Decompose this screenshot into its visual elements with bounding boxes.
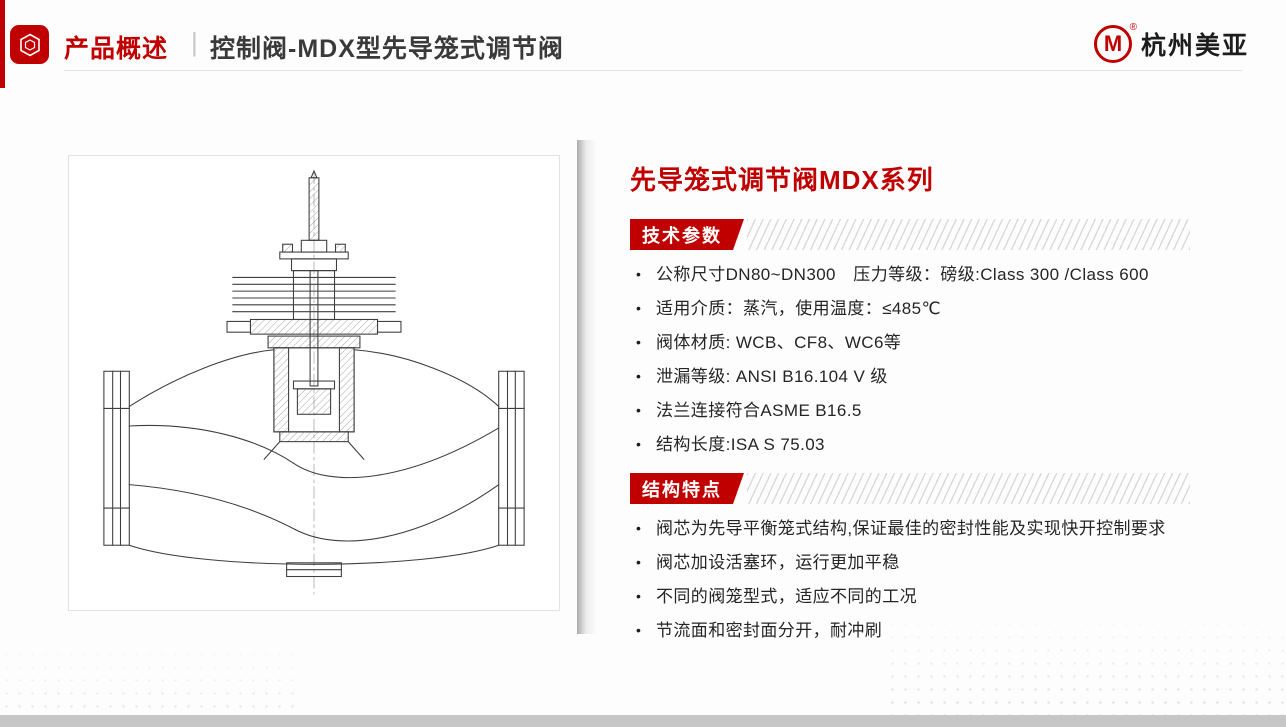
list-item-text: 适用介质：蒸汽，使用温度：≤485℃ — [656, 299, 941, 318]
list-item: • 阀芯为先导平衡笼式结构,保证最佳的密封性能及实现快开控制要求 — [636, 518, 1190, 539]
list-item-text: 阀芯为先导平衡笼式结构,保证最佳的密封性能及实现快开控制要求 — [656, 519, 1166, 538]
list-item: • 泄漏等级: ANSI B16.104 V 级 — [636, 366, 1190, 387]
bullet-icon: • — [636, 520, 641, 536]
list-item: • 阀芯加设活塞环，运行更加平稳 — [636, 552, 1190, 573]
bullet-icon: • — [636, 368, 641, 384]
list-item-text: 节流面和密封面分开，耐冲刷 — [656, 621, 883, 640]
list-item: • 适用介质：蒸汽，使用温度：≤485℃ — [636, 298, 1190, 319]
brand-logo-mark: M ® — [1094, 22, 1137, 63]
list-item-text: 阀体材质: WCB、CF8、WC6等 — [656, 333, 902, 352]
valve-stem — [308, 169, 320, 241]
valve-technical-drawing — [103, 169, 525, 595]
bullet-icon: • — [636, 334, 641, 350]
list-item-text: 公称尺寸DN80~DN300 压力等级：磅级:Class 300 /Class … — [656, 265, 1149, 284]
bullet-icon: • — [636, 402, 641, 418]
bottom-bar — [0, 715, 1286, 727]
list-item-text: 泄漏等级: ANSI B16.104 V 级 — [656, 367, 888, 386]
list-item: • 结构长度:ISA S 75.03 — [636, 434, 1190, 455]
header-separator: | — [191, 27, 198, 57]
bullet-icon: • — [636, 622, 641, 638]
brand-logo-letter: M — [1103, 31, 1123, 56]
product-info-panel: 先导笼式调节阀MDX系列 技术参数 • 公称尺寸DN80~DN300 压力等级：磅… — [630, 160, 1190, 659]
features-header: 结构特点 — [630, 473, 1190, 504]
dot-pattern-right — [886, 605, 1286, 715]
list-item-text: 法兰连接符合ASME B16.5 — [656, 401, 862, 420]
page-fold-shadow — [577, 140, 597, 634]
hatch-stripes — [747, 219, 1190, 250]
valve-bonnet — [226, 239, 402, 335]
valve-figure-panel — [68, 155, 560, 611]
header-divider-line — [64, 70, 1242, 71]
hatch-stripes — [747, 473, 1190, 504]
bullet-icon: • — [636, 300, 641, 316]
left-accent-bar — [0, 0, 5, 88]
list-item: • 法兰连接符合ASME B16.5 — [636, 400, 1190, 421]
tech-params-list: • 公称尺寸DN80~DN300 压力等级：磅级:Class 300 /Class… — [636, 264, 1190, 455]
hexagon-box-icon — [19, 33, 40, 56]
brand-logo: M ® 杭州美亚 — [1094, 22, 1250, 63]
registered-trademark-mark: ® — [1129, 22, 1137, 33]
dot-pattern-left — [0, 635, 300, 715]
section-label: 产品概述 — [64, 35, 169, 63]
product-series-title: 先导笼式调节阀MDX系列 — [630, 165, 934, 195]
bullet-icon: • — [636, 266, 641, 282]
features-list: • 阀芯为先导平衡笼式结构,保证最佳的密封性能及实现快开控制要求 • 阀芯加设活塞环… — [636, 518, 1190, 641]
list-item: • 阀体材质: WCB、CF8、WC6等 — [636, 332, 1190, 353]
features-badge: 结构特点 — [630, 473, 744, 504]
list-item-text: 结构长度:ISA S 75.03 — [656, 435, 825, 454]
tech-params-header: 技术参数 — [630, 219, 1190, 250]
brand-name: 杭州美亚 — [1141, 32, 1250, 60]
valve-body — [103, 349, 525, 578]
bullet-icon: • — [636, 436, 641, 452]
bullet-icon: • — [636, 554, 641, 570]
valve-cage-trim — [263, 270, 365, 460]
tech-params-badge: 技术参数 — [630, 219, 744, 250]
list-item-text: 不同的阀笼型式，适应不同的工况 — [656, 587, 917, 606]
list-item: • 节流面和密封面分开，耐冲刷 — [636, 620, 1190, 641]
bullet-icon: • — [636, 588, 641, 604]
list-item-text: 阀芯加设活塞环，运行更加平稳 — [656, 553, 900, 572]
page-title: 控制阀-MDX型先导笼式调节阀 — [210, 35, 564, 63]
slide-corner-icon — [10, 25, 49, 64]
list-item: • 不同的阀笼型式，适应不同的工况 — [636, 586, 1190, 607]
list-item: • 公称尺寸DN80~DN300 压力等级：磅级:Class 300 /Class… — [636, 264, 1190, 285]
